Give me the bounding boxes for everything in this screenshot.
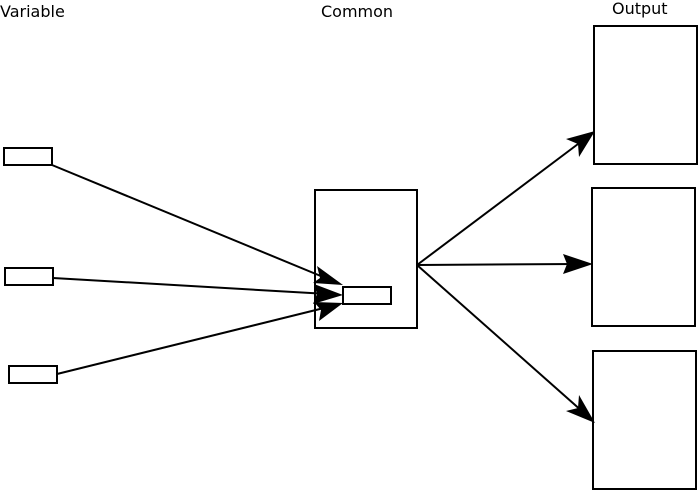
arrow-common-to-output-3 xyxy=(416,264,595,423)
arrow-common-to-output-2 xyxy=(416,254,593,274)
output-box-3 xyxy=(592,350,697,490)
variable-box-3 xyxy=(8,365,58,384)
variable-box-1 xyxy=(3,147,53,166)
variable-heading: Variable xyxy=(0,2,65,21)
output-heading: Output xyxy=(612,0,668,18)
variable-box-2 xyxy=(4,267,54,286)
common-inner-slot xyxy=(342,286,392,305)
arrow-variable-2-to-common xyxy=(52,277,343,304)
arrow-variable-3-to-common xyxy=(56,302,343,375)
arrow-variable-1-to-common xyxy=(51,164,343,285)
output-box-1 xyxy=(593,25,698,165)
output-box-2 xyxy=(591,187,696,327)
arrow-common-to-output-1 xyxy=(416,131,595,266)
common-heading: Common xyxy=(321,2,393,21)
